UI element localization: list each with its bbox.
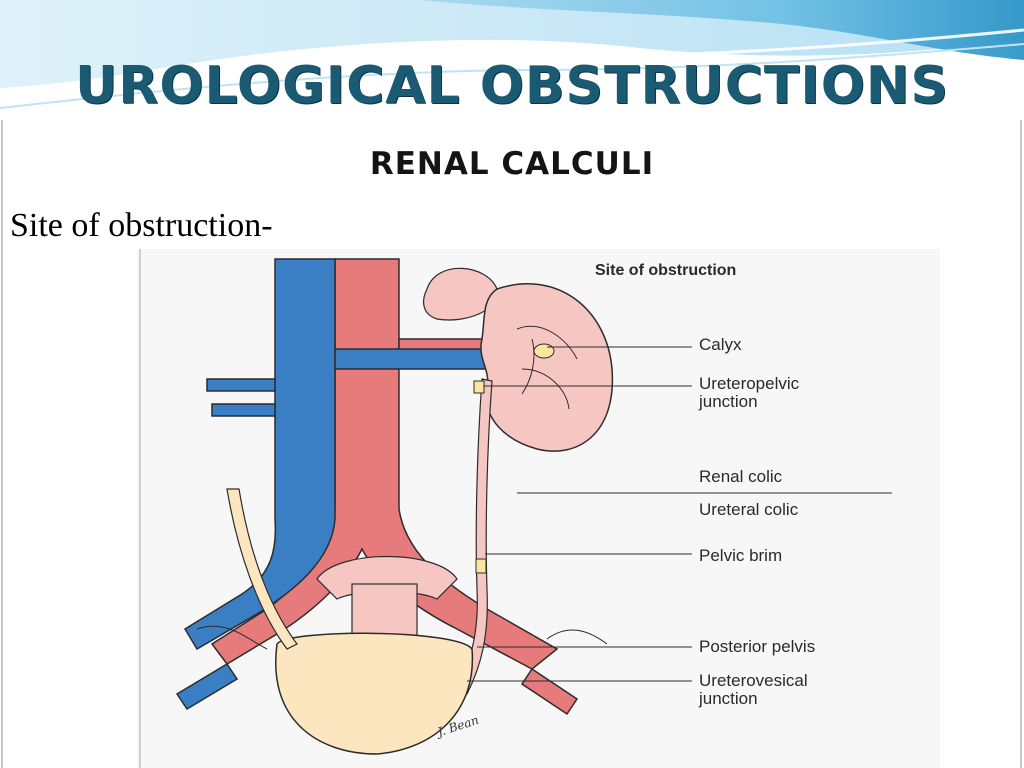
label-ureterovesical-2: junction [699, 689, 758, 708]
stone-pelvic [475, 558, 487, 574]
callout-lines [467, 346, 892, 682]
pelvic-wall [196, 625, 608, 650]
label-ureterovesical-1: Ureterovesical [699, 671, 808, 690]
kidney-shape [480, 283, 614, 452]
uterus-body [351, 583, 418, 640]
slide-title: UROLOGICAL OBSTRUCTIONS [75, 56, 949, 116]
wave-banner [0, 0, 1024, 109]
stone-upj [473, 380, 485, 394]
label-ureteropelvic-1: Ureteropelvic [699, 374, 800, 393]
label-pelvic-brim: Pelvic brim [699, 546, 783, 565]
label-ureteral-colic: Ureteral colic [699, 500, 799, 519]
bladder-shape [275, 632, 474, 755]
label-calyx: Calyx [699, 335, 742, 354]
anatomy-figure: Site of obstruction Calyx Ureteropelvic … [137, 249, 940, 768]
label-posterior-pelvis: Posterior pelvis [699, 637, 816, 656]
label-renal-colic: Renal colic [699, 467, 783, 486]
figure-heading: Site of obstruction [595, 262, 737, 279]
left-ureter-tube [226, 488, 298, 650]
bullet-text: Site of obstruction- [10, 207, 273, 244]
slide-subtitle: RENAL CALCULI [369, 146, 655, 182]
anatomy-illustration [139, 249, 892, 768]
label-ureteropelvic-2: junction [699, 392, 758, 411]
